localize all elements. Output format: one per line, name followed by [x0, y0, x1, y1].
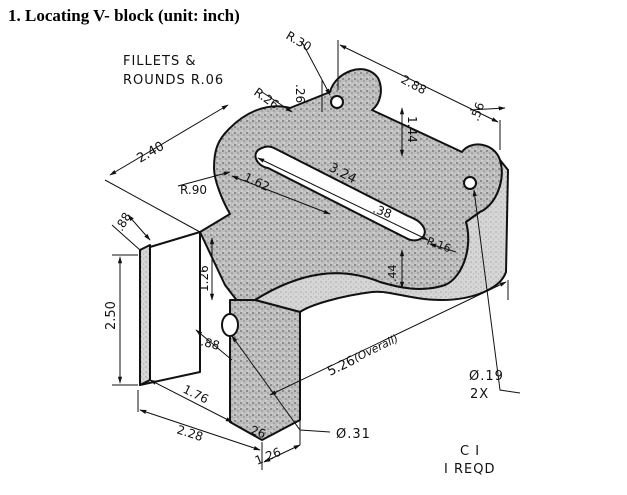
dimension-lines: [104, 40, 521, 470]
dim-26-top: .26: [293, 84, 307, 103]
dim-r90: R.90: [180, 183, 207, 197]
dim-1-26-vertical: 1.26: [197, 265, 211, 292]
lower-leg: [229, 299, 301, 441]
dim-38: .38: [371, 202, 394, 222]
dim-2-28: 2.28: [175, 423, 205, 445]
dim-2-88: 2.88: [399, 72, 429, 97]
hole-ear-right: [463, 176, 477, 190]
note-material: C I: [460, 444, 480, 459]
dim-56: .56: [468, 100, 488, 123]
dim-1-76: 1.76: [181, 382, 211, 406]
dim-r30: R.30: [284, 28, 314, 54]
note-hole-diameter: Ø.19: [469, 369, 504, 384]
note-fillets-line2: ROUNDS R.06: [123, 73, 224, 88]
heading-title: 1. Locating V- block (unit: inch): [8, 6, 240, 25]
dim-1-44: 1.44: [405, 116, 419, 143]
dim-26-bottom: .26: [245, 422, 268, 442]
note-bore-diameter: Ø.31: [336, 427, 371, 442]
bore-hole: [221, 313, 239, 337]
dim-overall: (Overall): [352, 332, 401, 365]
dim-88-left: .88: [112, 210, 134, 234]
dim-44: .44: [386, 265, 399, 283]
note-fillets-line1: FILLETS &: [123, 54, 196, 69]
dim-2-40: 2.40: [135, 139, 168, 166]
dim-2-50: 2.50: [104, 301, 119, 330]
note-required-qty: I REQD: [444, 462, 495, 477]
dim-1-26-bottom: 1.26: [253, 445, 283, 468]
rear-plate-side: [139, 244, 151, 386]
note-hole-quantity: 2X: [470, 387, 489, 402]
hole-ear-left: [330, 95, 344, 109]
dim-88-mid: .88: [199, 334, 221, 352]
